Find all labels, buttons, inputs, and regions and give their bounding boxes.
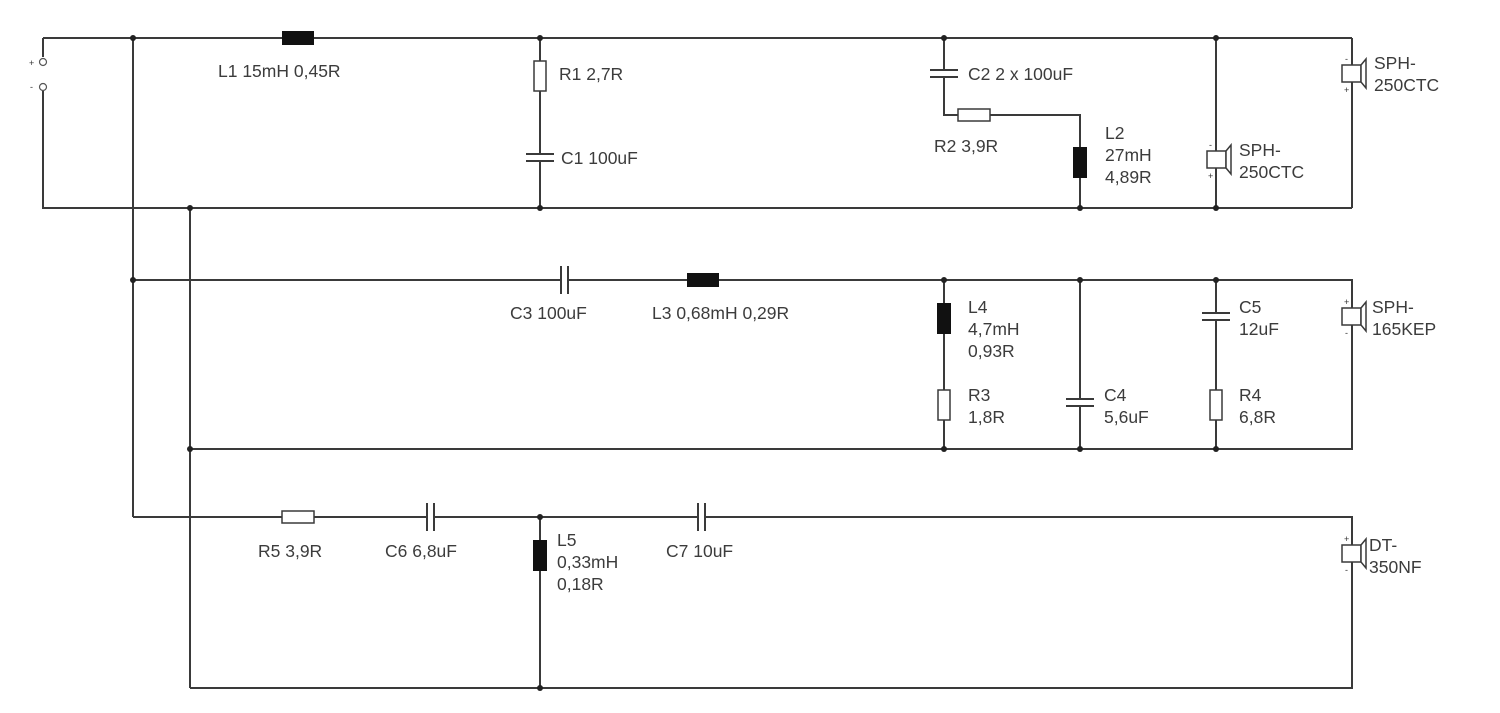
label-l2: L2 27mH 4,89R	[1105, 122, 1152, 188]
label-speaker-tweeter: DT- 350NF	[1369, 534, 1422, 578]
label-r3-line-2: 1,8R	[968, 407, 1005, 427]
label-speaker-tweeter-line-2: 350NF	[1369, 557, 1422, 577]
label-speaker-woofer-1-line-2: 250CTC	[1374, 75, 1440, 95]
label-r4-line-1: R4	[1239, 385, 1262, 405]
label-r3: R3 1,8R	[968, 384, 1005, 428]
svg-text:+: +	[1344, 85, 1349, 95]
svg-text:-: -	[1345, 54, 1348, 64]
svg-text:-: -	[1345, 328, 1348, 338]
label-speaker-woofer-1: SPH- 250CTC	[1374, 52, 1439, 96]
label-r5: R5 3,9R	[258, 541, 323, 561]
label-l1: L1 15mH 0,45R	[218, 61, 341, 81]
label-c5-line-2: 12uF	[1239, 319, 1279, 339]
label-l5: L5 0,33mH 0,18R	[557, 529, 618, 595]
label-r4: R4 6,8R	[1239, 384, 1276, 428]
label-speaker-midrange-line-2: 165KEP	[1372, 319, 1437, 339]
inductor-l4	[937, 303, 951, 334]
label-l4-line-3: 0,93R	[968, 341, 1015, 361]
capacitor-c3	[560, 266, 569, 294]
resistor-r5	[281, 510, 315, 524]
inductor-l5	[533, 540, 547, 571]
svg-text:+: +	[1344, 297, 1349, 307]
label-speaker-tweeter-line-1: DT-	[1369, 535, 1398, 555]
label-r3-line-1: R3	[968, 385, 991, 405]
label-c3: C3 100uF	[510, 303, 587, 323]
label-l5-line-3: 0,18R	[557, 574, 604, 594]
label-speaker-midrange-line-1: SPH-	[1372, 297, 1414, 317]
capacitor-c1	[526, 153, 554, 162]
label-l2-line-3: 4,89R	[1105, 167, 1152, 187]
label-r2: R2 3,9R	[934, 136, 999, 156]
speaker-tweeter-icon: + -	[1341, 534, 1367, 575]
label-l2-line-1: L2	[1105, 123, 1125, 143]
speaker-woofer-2-icon: - +	[1206, 140, 1232, 181]
label-l4: L4 4,7mH 0,93R	[968, 296, 1020, 362]
label-speaker-woofer-2-line-2: 250CTC	[1239, 162, 1305, 182]
resistor-r2	[957, 108, 991, 122]
speaker-woofer-1-icon: - +	[1341, 54, 1367, 95]
label-speaker-woofer-2-line-1: SPH-	[1239, 140, 1281, 160]
svg-text:+: +	[1344, 534, 1349, 544]
inductor-l2	[1073, 147, 1087, 178]
input-terminal-plus	[38, 57, 48, 67]
label-l4-line-1: L4	[968, 297, 988, 317]
input-terminal-minus	[38, 82, 48, 92]
input-plus-sign: +	[29, 58, 34, 68]
capacitor-c5	[1202, 312, 1230, 321]
label-c4-line-2: 5,6uF	[1104, 407, 1149, 427]
label-speaker-midrange: SPH- 165KEP	[1372, 296, 1436, 340]
label-l3: L3 0,68mH 0,29R	[652, 303, 790, 323]
capacitor-c2	[930, 69, 958, 78]
label-c2: C2 2 x 100uF	[968, 64, 1074, 84]
speaker-midrange-icon: + -	[1341, 297, 1367, 338]
capacitor-c4	[1066, 398, 1094, 407]
label-c4-line-1: C4	[1104, 385, 1127, 405]
label-speaker-woofer-2: SPH- 250CTC	[1239, 139, 1304, 183]
resistor-r4	[1209, 389, 1223, 421]
label-l5-line-1: L5	[557, 530, 577, 550]
resistor-r1	[533, 60, 547, 92]
label-c7: C7 10uF	[666, 541, 734, 561]
label-c6: C6 6,8uF	[385, 541, 457, 561]
label-r1: R1 2,7R	[559, 64, 624, 84]
input-terminals: + -	[29, 57, 48, 92]
label-r4-line-2: 6,8R	[1239, 407, 1276, 427]
junction-dots	[130, 35, 1219, 691]
label-speaker-woofer-1-line-1: SPH-	[1374, 53, 1416, 73]
svg-text:-: -	[1209, 140, 1212, 150]
inductor-l1	[282, 31, 314, 45]
capacitor-c6	[426, 503, 435, 531]
label-c1: C1 100uF	[561, 148, 638, 168]
label-c5-line-1: C5	[1239, 297, 1262, 317]
label-l2-line-2: 27mH	[1105, 145, 1152, 165]
inductor-l3	[687, 273, 719, 287]
svg-text:+: +	[1208, 171, 1213, 181]
label-l5-line-2: 0,33mH	[557, 552, 619, 572]
label-c5: C5 12uF	[1239, 296, 1279, 340]
input-minus-sign: -	[30, 82, 33, 92]
capacitor-c7	[697, 503, 706, 531]
resistor-r3	[937, 389, 951, 421]
wires	[42, 37, 1353, 689]
label-c4: C4 5,6uF	[1104, 384, 1149, 428]
svg-text:-: -	[1345, 565, 1348, 575]
label-l4-line-2: 4,7mH	[968, 319, 1020, 339]
